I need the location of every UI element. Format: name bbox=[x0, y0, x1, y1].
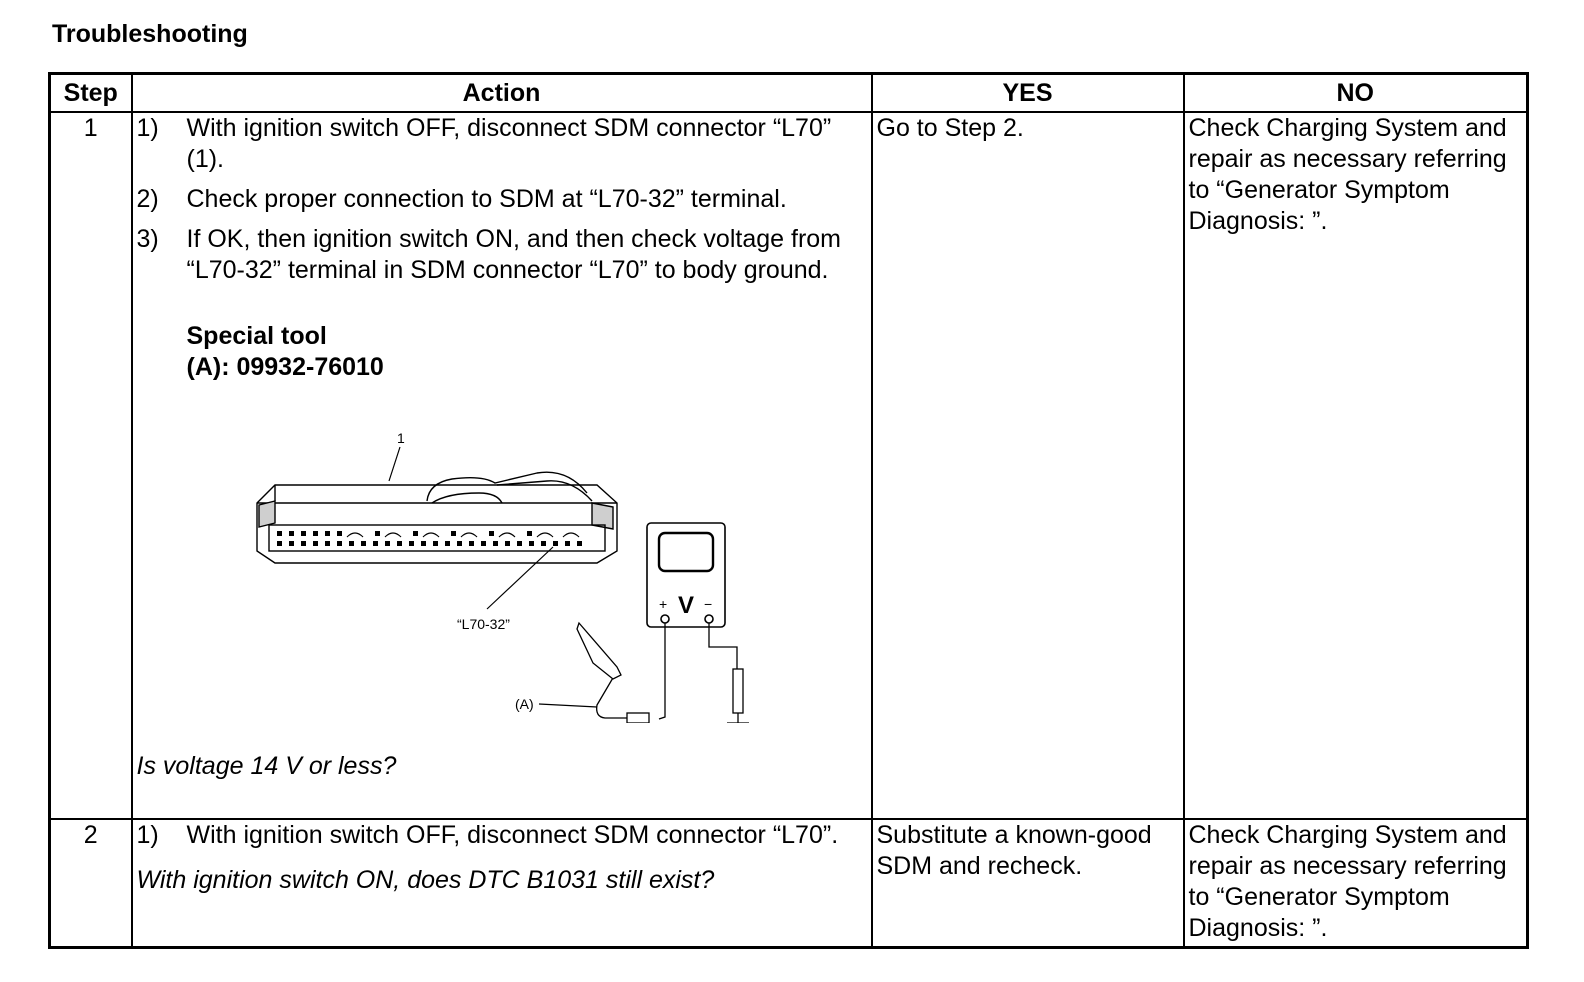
step-text: Check proper connection to SDM at “L70-3… bbox=[186, 185, 787, 213]
yes-cell: Substitute a known-good SDM and recheck. bbox=[870, 818, 1185, 948]
sdm-connector-icon bbox=[255, 471, 618, 564]
action-steps: 1) With ignition switch OFF, disconnect … bbox=[137, 820, 867, 851]
action-cell: 1) With ignition switch OFF, disconnect … bbox=[130, 818, 873, 948]
troubleshooting-table: Step Action YES NO 1 1) With ignition sw… bbox=[48, 72, 1529, 949]
step-text: If OK, then ignition switch ON, and then… bbox=[186, 225, 842, 284]
action-cell: 1) With ignition switch OFF, disconnect … bbox=[130, 111, 873, 820]
special-tool-value: (A): 09932-76010 bbox=[186, 353, 384, 381]
step-index: 1) bbox=[136, 114, 159, 142]
column-header-yes: YES bbox=[870, 72, 1185, 113]
page-title: Troubleshooting bbox=[52, 20, 248, 48]
step-question: Is voltage 14 V or less? bbox=[136, 752, 397, 780]
step-index: 1) bbox=[136, 821, 159, 849]
list-item: 1) With ignition switch OFF, disconnect … bbox=[137, 113, 867, 175]
step-index: 2) bbox=[136, 185, 159, 213]
tool-label: (A) bbox=[515, 696, 534, 712]
action-steps: 1) With ignition switch OFF, disconnect … bbox=[137, 113, 867, 286]
step-text: With ignition switch OFF, disconnect SDM… bbox=[186, 821, 839, 849]
terminal-label: “L70-32” bbox=[457, 616, 510, 632]
special-tool-block: Special tool (A): 09932-76010 bbox=[187, 321, 867, 383]
step-question: With ignition switch ON, does DTC B1031 … bbox=[136, 866, 715, 894]
meter-plus-label: + bbox=[659, 596, 667, 612]
column-header-action: Action bbox=[130, 72, 873, 113]
connector-voltmeter-illustration: 1 bbox=[255, 430, 749, 723]
callout-label: 1 bbox=[397, 430, 405, 446]
special-tool-label: Special tool bbox=[186, 322, 327, 350]
table-header-row: Step Action YES NO bbox=[48, 72, 1529, 113]
meter-unit-label: V bbox=[678, 592, 694, 619]
list-item: 2) Check proper connection to SDM at “L7… bbox=[137, 184, 867, 215]
list-item: 3) If OK, then ignition switch ON, and t… bbox=[137, 224, 867, 286]
no-cell: Check Charging System and repair as nece… bbox=[1182, 818, 1529, 948]
meter-minus-label: − bbox=[704, 596, 712, 612]
connector-terminals bbox=[276, 531, 582, 546]
column-header-no: NO bbox=[1182, 72, 1529, 113]
table-row: 2 1) With ignition switch OFF, disconnec… bbox=[48, 818, 1529, 948]
no-cell: Check Charging System and repair as nece… bbox=[1182, 111, 1529, 820]
step-index: 3) bbox=[136, 225, 159, 253]
column-header-step: Step bbox=[48, 72, 133, 113]
step-number: 1 bbox=[48, 111, 133, 820]
yes-cell: Go to Step 2. bbox=[870, 111, 1185, 820]
list-item: 1) With ignition switch OFF, disconnect … bbox=[137, 820, 867, 851]
step-text: With ignition switch OFF, disconnect SDM… bbox=[186, 114, 832, 173]
step-number: 2 bbox=[48, 818, 133, 948]
table-row: 1 1) With ignition switch OFF, disconnec… bbox=[48, 111, 1529, 820]
